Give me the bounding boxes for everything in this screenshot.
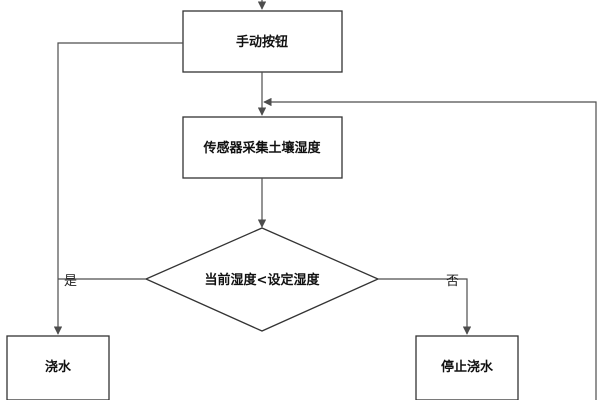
branch-no-label: 否 xyxy=(446,274,459,289)
decision-label: 当前湿度<设定湿度 xyxy=(205,272,321,288)
connector-decision-no xyxy=(378,278,472,335)
water-label: 浇水 xyxy=(45,359,72,375)
stop-water-box xyxy=(415,335,519,400)
connector-manual-to-water xyxy=(53,42,183,335)
decision-diamond xyxy=(144,227,380,332)
manual-button-label: 手动按钮 xyxy=(236,34,288,50)
connector-loop-back xyxy=(263,97,597,400)
sensor-collect-label: 传感器采集土壤湿度 xyxy=(202,140,321,156)
water-box xyxy=(6,335,110,400)
stop-water-label: 停止浇水 xyxy=(441,359,494,375)
branch-yes-label: 是 xyxy=(64,274,77,289)
sensor-collect-box xyxy=(182,116,343,179)
